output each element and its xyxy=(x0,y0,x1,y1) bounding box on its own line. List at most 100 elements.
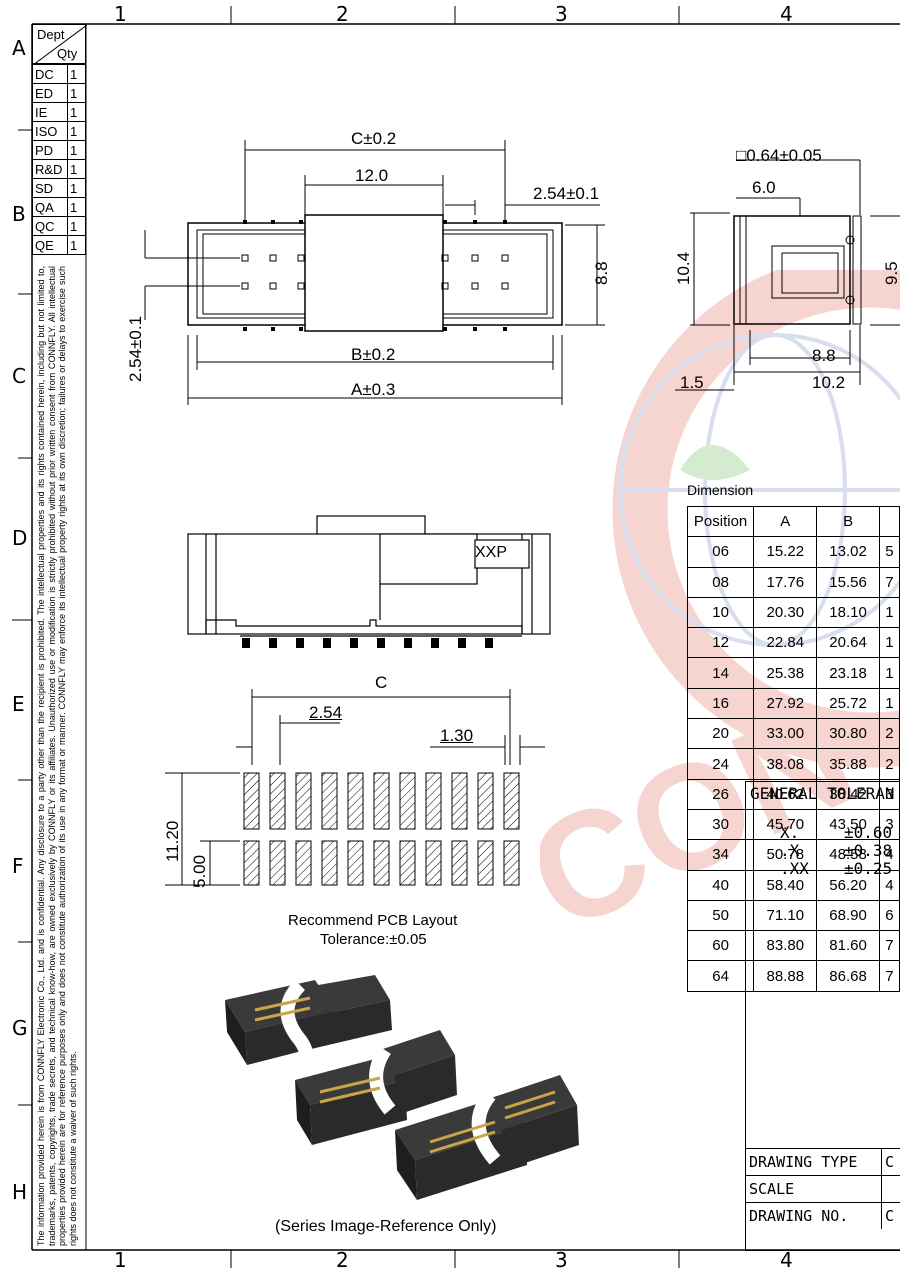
header-b: B xyxy=(816,505,880,538)
c-cell: 1 xyxy=(878,627,900,659)
diagonal-line xyxy=(33,25,87,65)
a-cell: 22.84 xyxy=(753,627,818,659)
drawing-type-label: DRAWING TYPE xyxy=(749,1153,858,1171)
pin-pad xyxy=(501,282,509,290)
dim-pitch-vertical: 2.54±0.1 xyxy=(126,315,145,382)
dim-c-top: C±0.2 xyxy=(351,129,397,148)
a-cell: 20.30 xyxy=(753,596,818,629)
pin-tail xyxy=(271,220,275,224)
dept-name: QA xyxy=(32,197,68,217)
dept-qty-header: Dept Qty xyxy=(32,24,87,65)
dept-qty: 1 xyxy=(67,159,86,179)
pin-pad xyxy=(441,282,449,290)
position-cell: 60 xyxy=(686,930,755,962)
pcb-dim-1-30: 1.30 xyxy=(440,726,474,745)
tolerance-row: .X±0.38 xyxy=(780,842,900,860)
a-cell: 88.88 xyxy=(753,960,818,992)
title-block-rows: DRAWING TYPE C SCALE DRAWING NO. C xyxy=(745,1148,900,1229)
position-cell: 30 xyxy=(686,808,755,841)
c-cell: 7 xyxy=(878,930,900,962)
a-cell: 27.92 xyxy=(753,687,818,720)
pin-tail xyxy=(443,327,447,331)
pin-tail xyxy=(503,220,507,224)
pcb-pad xyxy=(451,772,468,830)
a-cell: 58.40 xyxy=(753,869,818,901)
front-pin xyxy=(323,638,331,648)
pcb-pad xyxy=(347,840,364,886)
tolerance-list: X.±0.60.X±0.38.XX±0.25 xyxy=(780,824,900,878)
pcb-pad xyxy=(243,772,260,830)
dept-header: Dept xyxy=(37,27,65,42)
pin-tail xyxy=(271,327,275,331)
front-view-drawing xyxy=(187,515,551,648)
b-cell: 23.18 xyxy=(816,657,880,689)
dept-qty: 1 xyxy=(67,178,86,198)
series-product-image xyxy=(225,975,579,1200)
dept-name: ISO xyxy=(32,121,68,141)
a-cell: 40.62 xyxy=(753,778,818,810)
pin-tail xyxy=(503,327,507,331)
c-cell: 2 xyxy=(878,748,900,780)
header-c xyxy=(878,505,900,538)
title-block: GENERAL TOLERAN xyxy=(745,781,900,1251)
pcb-pad xyxy=(425,772,442,830)
b-cell: 43.50 xyxy=(816,808,880,841)
column-label: 3 xyxy=(555,1248,568,1272)
position-cell: 14 xyxy=(686,657,755,689)
dim-1-5: 1.5 xyxy=(680,373,704,392)
pcb-pad xyxy=(503,772,520,830)
front-pin xyxy=(485,638,493,648)
column-label: 2 xyxy=(336,2,349,26)
dim-10-2: 10.2 xyxy=(812,373,846,392)
pin-pad xyxy=(297,282,305,290)
dept-qty: 1 xyxy=(67,235,86,255)
position-cell: 26 xyxy=(686,778,755,810)
pcb-pad xyxy=(425,840,442,886)
pcb-pad xyxy=(295,772,312,830)
dimension-title: Dimension xyxy=(687,482,754,498)
position-cell: 40 xyxy=(686,869,755,901)
dim-8-8: 8.8 xyxy=(592,261,611,285)
dim-a: A±0.3 xyxy=(351,380,396,399)
tolerance-key: .XX xyxy=(780,859,809,878)
column-label: 3 xyxy=(555,2,568,26)
pcb-pad xyxy=(321,772,338,830)
c-cell: 1 xyxy=(878,596,900,629)
pin-pad xyxy=(501,254,509,262)
pcb-pad xyxy=(321,840,338,886)
a-cell: 17.76 xyxy=(753,566,818,598)
c-cell: 2 xyxy=(878,718,900,750)
column-label: 2 xyxy=(336,1248,349,1272)
dept-name: PD xyxy=(32,140,68,160)
dim-9-5: 9.5 xyxy=(882,261,900,285)
top-view-drawing xyxy=(144,140,605,405)
dept-qty: 1 xyxy=(67,102,86,122)
position-cell: 50 xyxy=(686,899,755,932)
dim-b: B±0.2 xyxy=(351,345,396,364)
dept-qty: 1 xyxy=(67,197,86,217)
pcb-pad xyxy=(269,772,286,830)
qty-header: Qty xyxy=(57,46,78,61)
dept-name: ED xyxy=(32,83,68,103)
scale-label: SCALE xyxy=(749,1180,795,1198)
column-label: 4 xyxy=(780,1248,793,1272)
a-cell: 25.38 xyxy=(753,657,818,689)
pin-pad xyxy=(441,254,449,262)
drawing-no-label: DRAWING NO. xyxy=(749,1207,849,1225)
front-pin xyxy=(350,638,358,648)
front-pin xyxy=(296,638,304,648)
pcb-dim-5-00: 5.00 xyxy=(190,854,209,888)
dept-qty: 1 xyxy=(67,140,86,160)
pcb-layout-drawing xyxy=(165,689,545,886)
b-cell: 38.42 xyxy=(816,778,880,810)
pin-tail xyxy=(473,220,477,224)
b-cell: 20.64 xyxy=(816,627,880,659)
